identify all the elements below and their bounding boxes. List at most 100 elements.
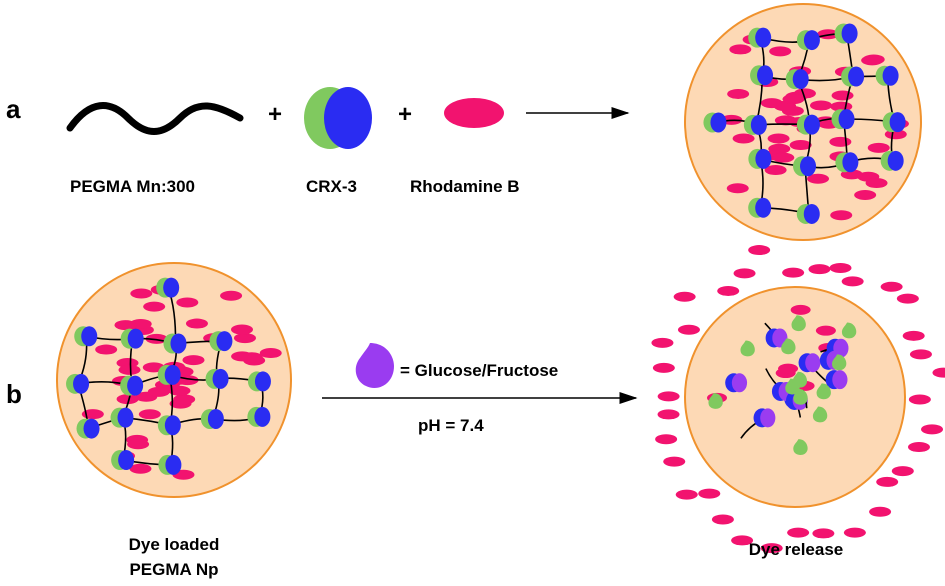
released-dye — [841, 276, 864, 287]
crx3-unit — [755, 197, 772, 218]
released-dye — [782, 267, 805, 278]
crx3-unit — [127, 375, 144, 396]
released-dye — [748, 245, 771, 256]
crx3-unit — [848, 66, 865, 87]
released-crx3-fragment — [831, 354, 847, 371]
crx3-unit — [165, 454, 182, 475]
released-dye — [655, 434, 678, 445]
rhodamine-dye — [130, 288, 153, 299]
loaded-label-line1: Dye loaded — [129, 535, 220, 554]
released-dye — [909, 349, 932, 360]
released-dye — [808, 264, 831, 275]
rhodamine-dye — [185, 318, 208, 329]
rhodamine-dye — [789, 140, 812, 151]
panel-a-letter: a — [6, 94, 21, 124]
loaded-label-line2: PEGMA Np — [129, 560, 218, 579]
rhodamine-dye — [867, 142, 890, 153]
rhodamine-dye — [807, 173, 830, 184]
crx3-unit — [757, 65, 774, 86]
crx3-unit — [216, 331, 233, 352]
rhodamine-dye — [114, 320, 137, 331]
rhodamine-dye — [138, 409, 161, 420]
plus-sign: + — [398, 101, 412, 128]
crx3-unit — [127, 328, 144, 349]
rhodamine-dye — [815, 325, 836, 336]
crx3-unit — [170, 333, 187, 354]
rhodamine-dye — [118, 364, 141, 375]
released-dye — [896, 293, 919, 304]
released-dye — [731, 535, 754, 546]
glucose-fructose-legend: = Glucose/Fructose — [400, 361, 558, 380]
released-dye — [675, 489, 698, 500]
rhodamine-dye — [830, 210, 853, 221]
dye-release-nanoparticle — [651, 245, 945, 554]
crx3-unit — [803, 114, 820, 135]
released-crx3-fragment — [708, 393, 723, 409]
released-dye — [760, 543, 783, 554]
released-dye — [652, 362, 675, 373]
crx3-unit — [803, 30, 820, 51]
rhodamine-dye — [809, 100, 832, 111]
crx3-unit — [164, 364, 181, 385]
crx3-label: CRX-3 — [306, 177, 357, 196]
rhodamine-dye — [147, 386, 170, 397]
rhodamine-dye — [129, 463, 152, 474]
rhodamine-dye — [231, 351, 254, 362]
rhodamine-icon — [444, 98, 504, 128]
rhodamine-dye — [764, 165, 787, 176]
crx3-unit — [889, 112, 906, 133]
crx3-unit — [254, 371, 271, 392]
crx3-unit — [164, 415, 181, 436]
released-dye — [876, 476, 899, 487]
pegma-chain-icon — [66, 102, 244, 135]
crx3-unit — [882, 65, 899, 86]
released-crx3-fragment — [793, 439, 808, 456]
rhodamine-dye — [778, 363, 799, 374]
released-dye — [902, 330, 925, 341]
released-dye — [717, 285, 740, 296]
crx3-unit — [800, 156, 817, 177]
released-dye — [812, 528, 835, 539]
released-dye — [787, 527, 810, 538]
released-dye — [733, 268, 756, 279]
released-dye — [907, 442, 930, 453]
released-dye — [711, 514, 734, 525]
rhodamine-dye — [143, 301, 166, 312]
released-crx3-fragment — [816, 383, 831, 400]
release-label: Dye release — [749, 540, 844, 559]
crx3-unit — [163, 277, 180, 298]
rhodamine-dye — [831, 90, 854, 101]
released-crx3-fragment — [793, 388, 808, 405]
released-dye — [657, 391, 680, 402]
plus-sign: + — [268, 101, 282, 128]
rhodamine-dye — [782, 94, 805, 105]
rhodamine-dye — [230, 324, 253, 335]
released-dye — [673, 291, 696, 302]
released-dye — [651, 337, 674, 348]
rhodamine-dye — [865, 178, 888, 189]
rhodamine-dye — [173, 394, 196, 405]
crx3-unit — [81, 326, 98, 347]
crx3-unit — [710, 112, 727, 133]
released-dye — [932, 367, 945, 378]
rhodamine-dye — [176, 297, 199, 308]
released-dye — [891, 466, 914, 477]
crx3-unit — [842, 152, 859, 173]
released-dye — [843, 527, 866, 538]
crx3-unit — [212, 368, 229, 389]
crx3-unit — [760, 408, 776, 428]
crx3-unit — [887, 150, 904, 171]
rhodamine-dye — [829, 136, 852, 147]
rhodamine-dye — [767, 133, 790, 144]
released-crx3-fragment — [792, 371, 808, 388]
released-dye — [829, 262, 852, 273]
crx3-unit — [841, 23, 858, 44]
released-crx3-fragment — [781, 338, 796, 355]
released-dye — [908, 394, 931, 405]
rhodamine-dye — [729, 44, 752, 55]
rhodamine-dye — [854, 189, 877, 200]
rhodamine-dye — [233, 333, 256, 344]
rhodamine-dye — [772, 152, 795, 163]
ph-condition: pH = 7.4 — [418, 416, 484, 435]
